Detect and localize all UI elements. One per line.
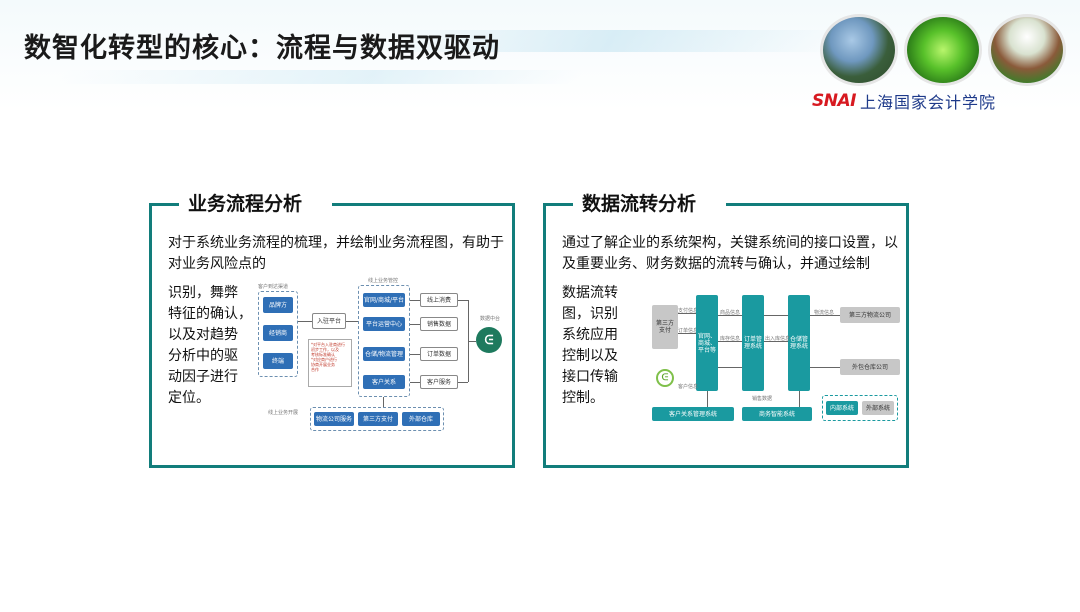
page-title: 数智化转型的核心：流程与数据双驱动 — [24, 33, 500, 64]
flow-box: 仓储/物流管理 — [363, 347, 405, 361]
flow-box: 第三方 支付 — [652, 305, 678, 349]
business-process-diagram: 客户到达渠道 品牌方 经销商 终端 入驻平台 *对平台入驻商进行 初步工作，以及… — [258, 278, 508, 448]
flow-box: 仓储管 理系统 — [788, 295, 810, 391]
data-flow-diagram: 第三方 支付 ᕮ 支付信息 订单信息 官网、 商城、 平台等 订单管 理系统 仓… — [652, 295, 902, 435]
panel-business-process: 业务流程分析 对于系统业务流程的梳理，并绘制业务流程图，有助于对业务风险点的 识… — [149, 189, 515, 468]
header-background — [0, 0, 1080, 110]
flow-box: 第三方支付 — [358, 412, 398, 426]
customer-icon: ᕮ — [656, 369, 674, 387]
panel-text-column: 数据流转 图，识别 系统应用 控制以及 接口传输 控制。 — [562, 285, 618, 406]
panel-text: 对于系统业务流程的梳理，并绘制业务流程图，有助于对业务风险点的 — [168, 235, 504, 272]
flow-box: 客户服务 — [420, 375, 458, 389]
flow-box: 官网/商城/平台 — [363, 293, 405, 307]
flow-box: 入驻平台 — [312, 313, 346, 329]
legend-external: 外部系统 — [862, 401, 894, 415]
legend — [822, 395, 898, 421]
flow-box: 线上消费 — [420, 293, 458, 307]
flow-box: 客户关系管理系统 — [652, 407, 734, 421]
legend-internal: 内部系统 — [826, 401, 858, 415]
panel-text-column: 识别，舞弊 特征的确认， 以及对趋势 分析中的驱 动因子进行 定位。 — [168, 285, 252, 406]
campus-photo-icon — [904, 14, 982, 86]
flow-box: 平台运营中心 — [363, 317, 405, 331]
panel-title: 业务流程分析 — [180, 189, 311, 216]
panel-data-flow: 数据流转分析 通过了解企业的系统架构，关键系统间的接口设置，以及重要业务、财务数… — [543, 189, 909, 468]
panel-text: 通过了解企业的系统架构，关键系统间的接口设置，以及重要业务、财务数据的流转与确认… — [562, 235, 898, 272]
flow-box: 外包仓库公司 — [840, 359, 900, 375]
logo-photos — [818, 14, 1068, 94]
flow-box: 销售数据 — [420, 317, 458, 331]
school-logo: SNAI 上海国家会计学院 — [812, 90, 1072, 112]
flow-box: 物流公司服务 — [314, 412, 354, 426]
flow-box: 经销商 — [263, 325, 293, 341]
decorative-streak — [55, 70, 585, 84]
flow-box: 商务智能系统 — [742, 407, 812, 421]
note-box: *对平台入驻商进行 初步工作，以及 考核标准确认 *对应商户进行 协商开展业务 … — [308, 339, 352, 387]
campus-photo-icon — [988, 14, 1066, 86]
logo-school-name: 上海国家会计学院 — [859, 93, 996, 112]
panel-title: 数据流转分析 — [574, 189, 705, 216]
flow-box: 终端 — [263, 353, 293, 369]
flow-box: 第三方物流公司 — [840, 307, 900, 323]
flow-box: 品牌方 — [263, 297, 293, 313]
flow-box: 订单数据 — [420, 347, 458, 361]
flow-box: 订单管 理系统 — [742, 295, 764, 391]
campus-photo-icon — [820, 14, 898, 86]
flow-box: 官网、 商城、 平台等 — [696, 295, 718, 391]
data-center-icon: ᕮ — [476, 327, 502, 353]
flow-box: 外部仓库 — [402, 412, 440, 426]
logo-brand: SNAI — [812, 91, 856, 111]
flow-box: 客户关系 — [363, 375, 405, 389]
